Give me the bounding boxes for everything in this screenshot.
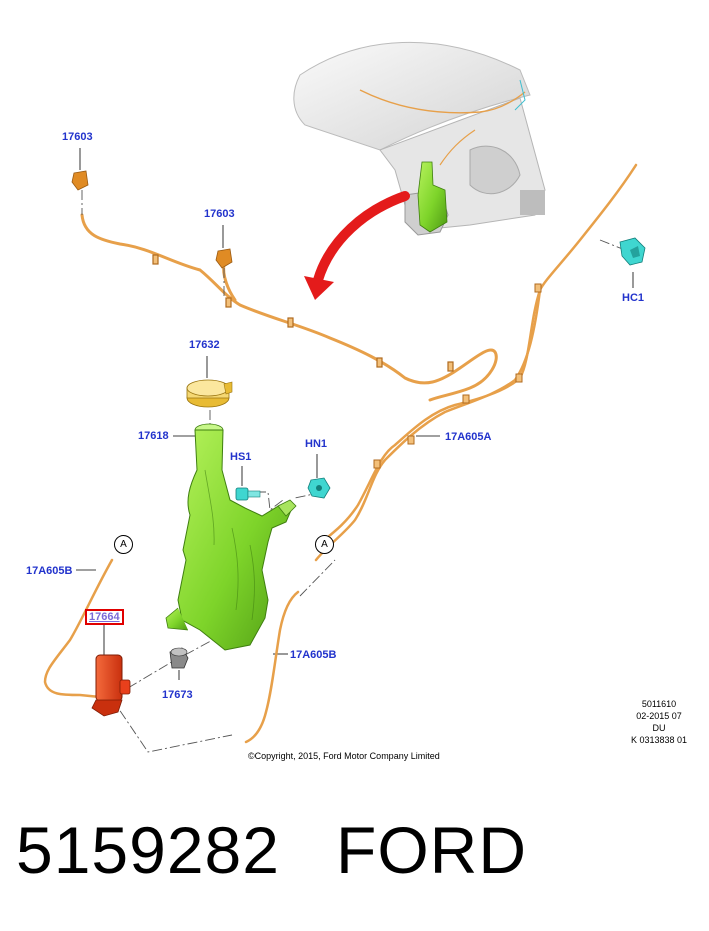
callout-nozzle-right: 17603 (204, 208, 235, 220)
washer-pump (91, 654, 131, 717)
hose-clips (152, 254, 454, 372)
direction-arrow (304, 191, 410, 300)
illustration-meta: 5011610 02-2015 07 DU K 0313838 01 (614, 698, 704, 746)
bolt-hs1 (235, 487, 261, 501)
callout-hose-b-lower: 17A605B (290, 649, 337, 661)
hose-17A605A-clips (373, 283, 542, 469)
connection-lines (81, 190, 626, 753)
vehicle-overview (293, 42, 546, 236)
part-number: 5159282 (16, 813, 280, 887)
callout-pump-highlighted[interactable]: 17664 (85, 609, 124, 625)
washer-nozzle-left (71, 170, 89, 191)
meta-line-4: K 0313838 01 (630, 735, 688, 745)
nozzle-hose (80, 213, 498, 402)
copyright-notice: ©Copyright, 2015, Ford Motor Company Lim… (248, 751, 440, 761)
callout-nut: HN1 (305, 438, 328, 450)
washer-reservoir (165, 423, 297, 651)
hose-17A605B-left (43, 558, 114, 699)
washer-nozzle-right (215, 248, 233, 269)
ref-marker-left: A (114, 535, 133, 554)
callout-clip: HC1 (622, 292, 645, 304)
callout-nozzle-left: 17603 (62, 131, 93, 143)
meta-line-1: 5011610 (641, 699, 677, 709)
callout-grommet: 17673 (162, 689, 193, 701)
pump-grommet (169, 647, 189, 669)
meta-line-3: DU (652, 723, 666, 733)
callout-hose-b-upper: 17A605B (26, 565, 73, 577)
filler-cap (186, 379, 233, 408)
callout-bolt: HS1 (230, 451, 252, 463)
callout-hose-a: 17A605A (445, 431, 492, 443)
nut-hn1 (307, 477, 331, 499)
ref-marker-right: A (315, 535, 334, 554)
callout-filler-neck: 17618 (138, 430, 169, 442)
meta-line-2: 02-2015 07 (636, 711, 682, 721)
brand-name: FORD (336, 813, 527, 887)
callout-filler-cap: 17632 (189, 339, 220, 351)
clip-hc1 (619, 237, 646, 266)
hose-17A605A (314, 163, 638, 562)
hose-17A605B-right (244, 590, 300, 744)
leader-lines (76, 148, 634, 680)
